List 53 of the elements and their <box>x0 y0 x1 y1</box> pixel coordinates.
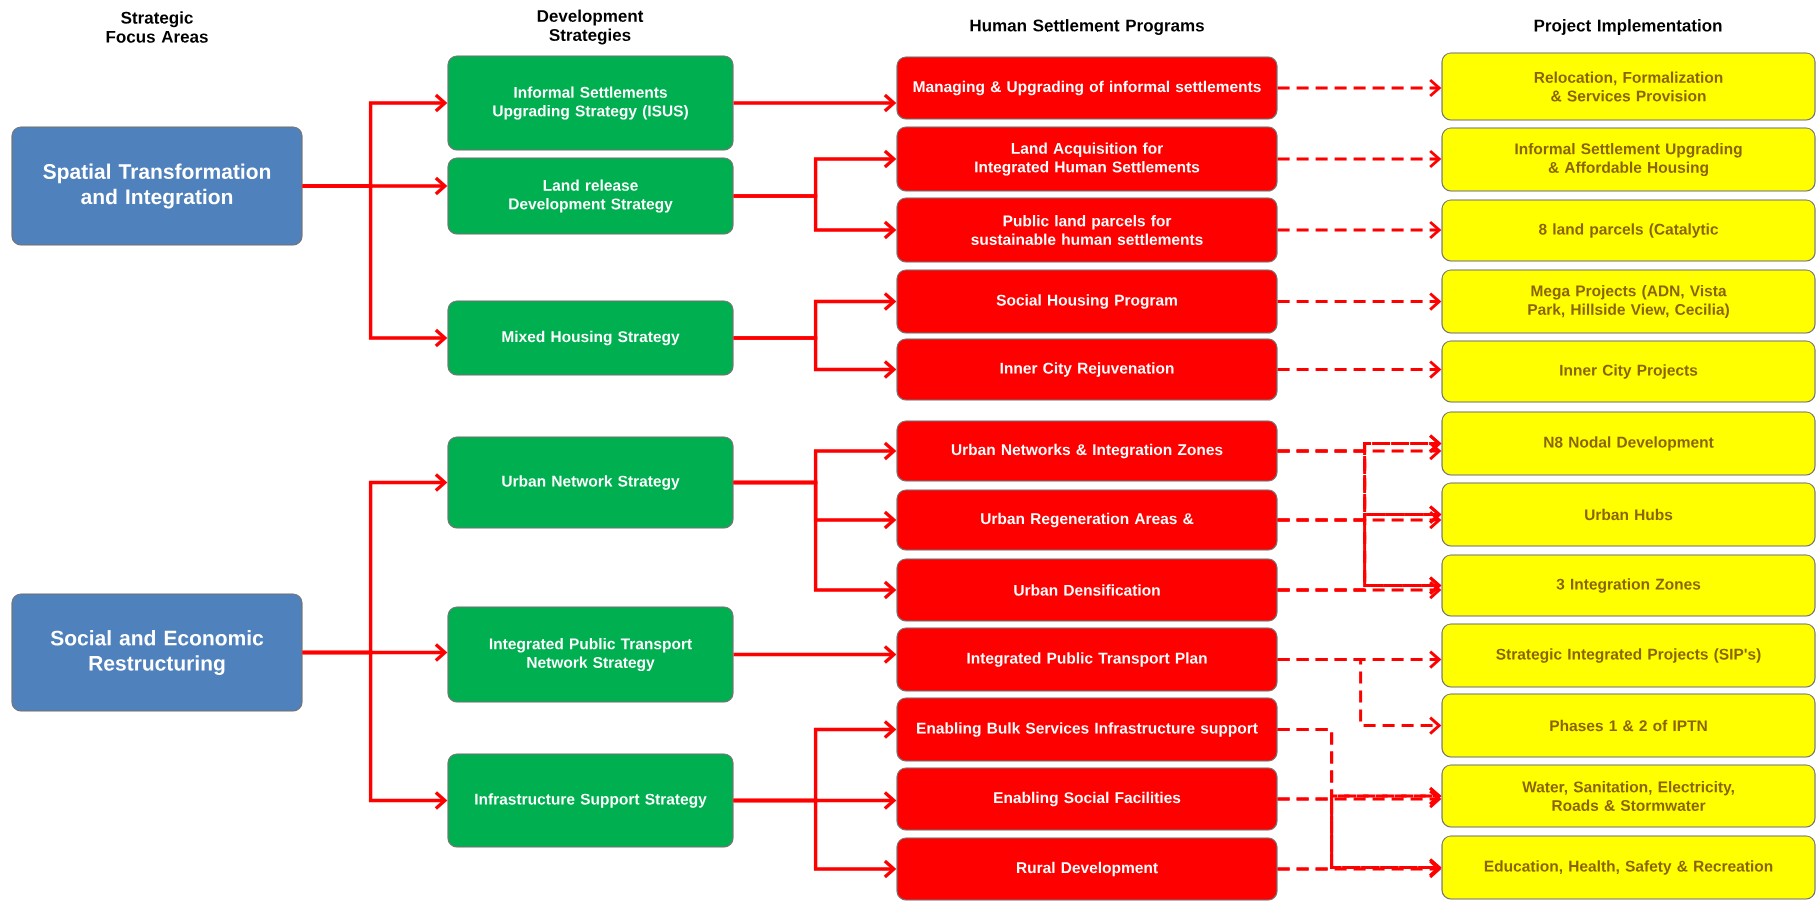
arrow <box>1277 220 1442 240</box>
arrow <box>1277 292 1442 311</box>
program-box: Urban Networks & Integration Zones <box>896 420 1278 482</box>
strategy-box: Infrastructure Support Strategy <box>447 753 734 848</box>
arrow <box>1277 360 1442 379</box>
project-box: Relocation, Formalization & Services Provision <box>1441 52 1816 121</box>
arrow <box>1277 658 1442 735</box>
arrow <box>733 798 897 879</box>
program-box: Inner City Rejuvenation <box>896 338 1278 401</box>
project-box: Education, Health, Safety & Recreation <box>1441 835 1816 900</box>
arrow <box>302 650 448 810</box>
program-box: Rural Development <box>896 837 1278 901</box>
project-box: N8 Nodal Development <box>1441 411 1816 476</box>
strategy-box: Land release Development Strategy <box>447 157 734 235</box>
arrow <box>1277 78 1442 98</box>
project-box: Mega Projects (ADN, Vista Park, Hillside View, Cecilia) <box>1441 269 1816 334</box>
strategy-box: Integrated Public Transport Network Strategy <box>447 606 734 703</box>
project-box: Water, Sanitation, Electricity, Roads & Stormwater <box>1441 764 1816 828</box>
strategy-box: Urban Network Strategy <box>447 436 734 529</box>
program-box: Managing & Upgrading of informal settlements <box>896 56 1278 120</box>
project-box: 3 Integration Zones <box>1441 554 1816 617</box>
arrow <box>302 184 448 348</box>
arrow <box>733 194 897 240</box>
focus-area-box: Spatial Transformation and Integration <box>11 126 303 246</box>
project-box: Informal Settlement Upgrading & Affordable Housing <box>1441 127 1816 192</box>
arrow <box>733 336 897 379</box>
project-box: Phases 1 & 2 of IPTN <box>1441 693 1816 758</box>
program-box: Land Acquisition for Integrated Human Settlements <box>896 126 1278 192</box>
project-box: Strategic Integrated Projects (SIP's) <box>1441 623 1816 688</box>
arrow <box>1277 859 1442 879</box>
arrow <box>1277 580 1442 600</box>
project-box: 8 land parcels (Catalytic <box>1441 199 1816 262</box>
project-box: Urban Hubs <box>1441 482 1816 547</box>
program-box: Urban Regeneration Areas & <box>896 489 1278 551</box>
program-box: Integrated Public Transport Plan <box>896 627 1278 692</box>
program-box: Public land parcels for sustainable human settlements <box>896 197 1278 263</box>
arrow <box>1277 149 1442 169</box>
strategy-box: Mixed Housing Strategy <box>447 300 734 376</box>
project-box: Inner City Projects <box>1441 340 1816 403</box>
program-box: Enabling Bulk Services Infrastructure support <box>896 697 1278 762</box>
arrow <box>1277 518 1442 595</box>
arrow <box>733 645 897 664</box>
column-heading: Strategic Focus Areas <box>106 11 208 43</box>
program-box: Social Housing Program <box>896 269 1278 334</box>
arrow <box>733 93 897 113</box>
strategy-box: Informal Settlements Upgrading Strategy (ISUS) <box>447 55 734 151</box>
program-box: Urban Densification <box>896 558 1278 622</box>
arrow <box>1277 797 1442 877</box>
column-heading: Project Implementation <box>1534 19 1722 35</box>
column-heading: Human Settlement Programs <box>970 19 1204 35</box>
arrow <box>733 480 897 600</box>
program-box: Enabling Social Facilities <box>896 767 1278 831</box>
focus-area-box: Social and Economic Restructuring <box>11 593 303 712</box>
